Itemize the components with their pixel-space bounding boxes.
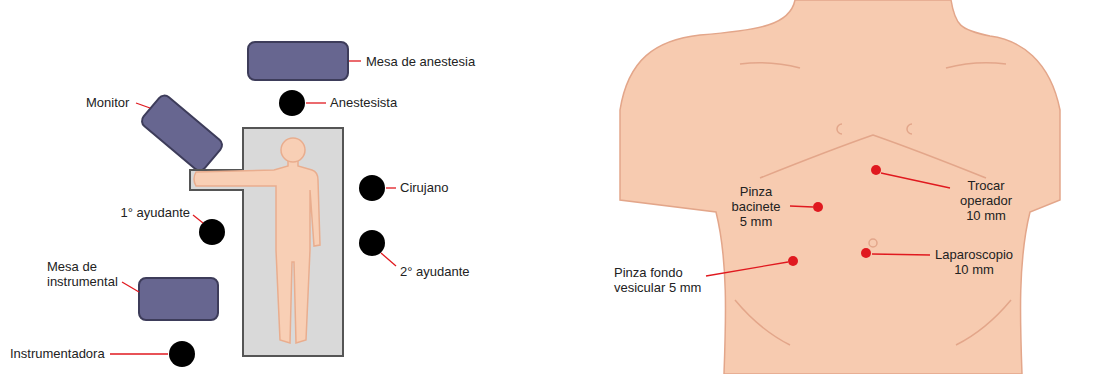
label: Mesa de anestesia — [366, 54, 475, 69]
label: 2° ayudante — [400, 264, 470, 279]
label: Mesa de instrumental — [47, 259, 127, 289]
label: Laparoscopio 10 mm — [935, 247, 1013, 277]
label: Anestesista — [330, 95, 397, 110]
label: Pinza bacinete 5 mm — [728, 184, 784, 229]
torso-outline — [620, 0, 1060, 374]
label: 1° ayudante — [118, 205, 190, 220]
anesthesia-table — [248, 42, 348, 80]
label: Instrumentadora — [10, 346, 105, 361]
staff-circles — [169, 90, 385, 367]
label: Cirujano — [400, 180, 448, 195]
operating-table — [190, 128, 343, 356]
instrument-table — [139, 278, 218, 320]
monitor-shape — [139, 93, 225, 174]
leader-lines — [706, 173, 950, 276]
label: Trocar operador 10 mm — [955, 178, 1017, 223]
label: Pinza fondo vesicular 5 mm — [614, 265, 714, 295]
port-dots — [788, 165, 881, 266]
label: Monitor — [86, 95, 129, 110]
